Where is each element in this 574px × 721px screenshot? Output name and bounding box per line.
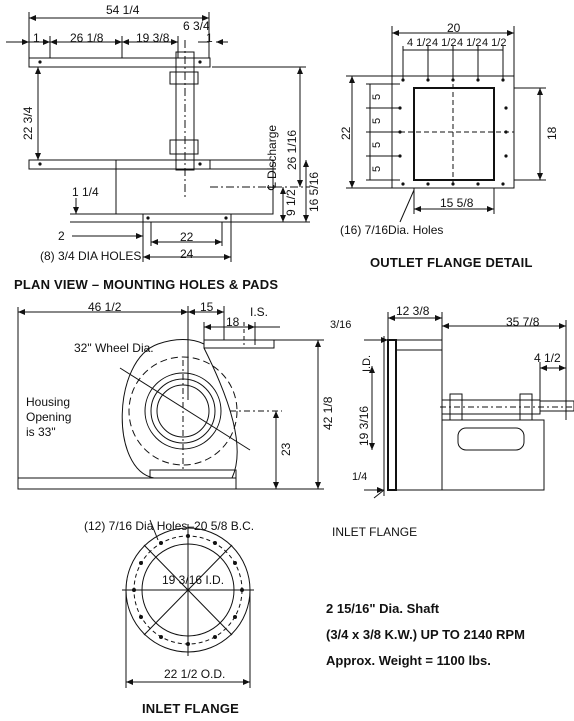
dim-22: 22 [180, 230, 194, 244]
spec-keyway-rpm: (3/4 x 3/8 K.W.) UP TO 2140 RPM [326, 627, 525, 642]
dim-9-1-2: 9 1/2 [284, 189, 298, 216]
label-id: I.D. [361, 354, 373, 372]
label-housing-line-2: Opening [26, 410, 72, 424]
plan-view [6, 12, 310, 262]
label-housing-line-1: Housing [26, 395, 71, 409]
dim-2: 2 [58, 229, 65, 243]
label-discharge: ℄ Discharge [265, 124, 279, 190]
dim-rail-offset: 1 [33, 31, 40, 45]
dim-46-1-2: 46 1/2 [88, 300, 122, 314]
dim-15: 15 [200, 300, 214, 314]
dim-19-3-8: 19 3/8 [136, 31, 170, 45]
inlet-od: 22 1/2 O.D. [164, 667, 226, 681]
plan-holes-note: (8) 3/4 DIA HOLES [40, 249, 142, 263]
bolt-holes [38, 60, 508, 646]
inlet-heading: INLET FLANGE [142, 701, 240, 716]
dim-24: 24 [180, 247, 194, 261]
dim-1-right: 1 [206, 31, 213, 45]
side-elevation [17, 306, 324, 490]
inlet-flange-view [122, 519, 254, 688]
dim-26-1-8: 26 1/8 [70, 31, 104, 45]
spec-shaft: 2 15/16" Dia. Shaft [326, 601, 440, 616]
dim-19-3-16: 19 3/16 [357, 405, 371, 446]
label-wheel-diameter: 32" Wheel Dia. [74, 341, 154, 355]
outlet-heading: OUTLET FLANGE DETAIL [370, 255, 533, 270]
dim-outlet-inner-height: 18 [545, 126, 559, 140]
inlet-id: 19 3/16 I.D. [162, 573, 225, 587]
dim-4-1-2: 4 1/2 [534, 351, 561, 365]
dim-outlet-spacing-3: 4 1/2 [457, 37, 482, 49]
side-inlet-flange-label: INLET FLANGE [332, 525, 418, 539]
dim-6-3-4: 6 3/4 [183, 19, 210, 33]
dim-outlet-spacing-4: 4 1/2 [482, 37, 507, 49]
outlet-holes-note: (16) 7/16Dia. Holes [340, 223, 444, 237]
dim-18: 18 [226, 315, 240, 329]
dim-is: I.S. [250, 305, 269, 319]
plan-view-heading: PLAN VIEW – MOUNTING HOLES & PADS [14, 277, 279, 292]
dim-overall-length: 54 1/4 [106, 3, 140, 17]
dim-3-16: 3/16 [330, 319, 352, 331]
dim-26-1-16: 26 1/16 [285, 129, 299, 170]
dim-outlet-width: 20 [447, 21, 461, 35]
dim-outlet-vspacing-1: 5 [371, 93, 383, 100]
dim-23: 23 [279, 442, 293, 456]
dim-35-7-8: 35 7/8 [506, 315, 540, 329]
dim-outlet-vspacing-2: 5 [371, 117, 383, 124]
spec-weight: Approx. Weight = 1100 lbs. [326, 653, 491, 668]
dim-outlet-height: 22 [339, 126, 353, 140]
dim-outlet-vspacing-4: 5 [371, 165, 383, 172]
dim-12-3-8: 12 3/8 [396, 304, 430, 318]
label-housing-line-3: is 33" [26, 425, 56, 439]
dim-22-3-4: 22 3/4 [21, 106, 35, 140]
dim-outlet-vspacing-3: 5 [371, 141, 383, 148]
side-view-right [364, 312, 574, 499]
dim-1-4: 1/4 [352, 471, 368, 483]
inlet-holes-note: (12) 7/16 Dia Holes–20 5/8 B.C. [84, 519, 255, 533]
dim-outlet-spacing-2: 4 1/2 [432, 37, 457, 49]
dim-outlet-15-5-8: 15 5/8 [440, 196, 474, 210]
dim-42-1-8: 42 1/8 [321, 396, 335, 430]
outlet-flange-detail [346, 26, 546, 223]
dim-16-5-16: 16 5/16 [307, 171, 321, 212]
dim-1-1-4: 1 1/4 [72, 185, 99, 199]
dim-outlet-spacing-1: 4 1/2 [407, 37, 432, 49]
